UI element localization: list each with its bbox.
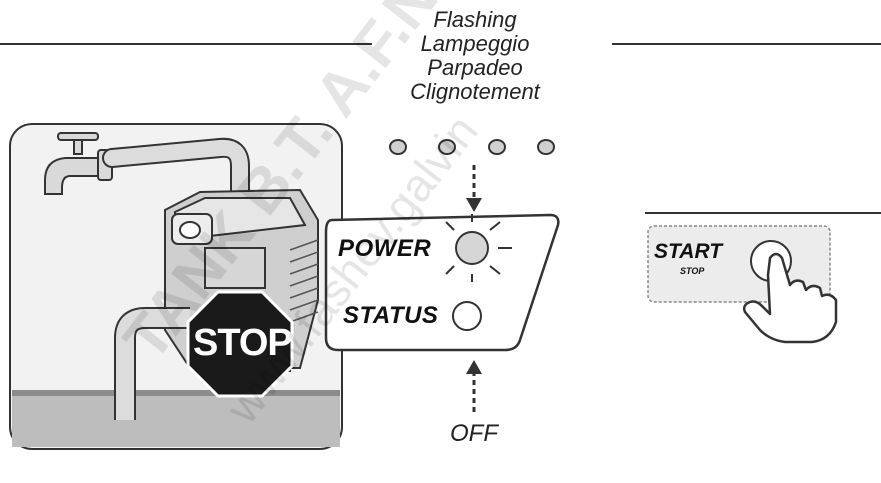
arrow-to-power [466, 165, 482, 212]
flashing-led-row [389, 139, 555, 155]
scene-floor [12, 395, 340, 447]
arrow-to-status [466, 360, 482, 412]
hand-pointer-icon [742, 252, 838, 344]
stop-label: STOP [680, 266, 705, 276]
led-dot [537, 139, 555, 155]
power-led-icon [445, 214, 512, 282]
status-led-icon [452, 301, 482, 331]
status-label: STATUS [343, 302, 439, 329]
led-dot [488, 139, 506, 155]
flash-label-fr: Clignotement [410, 79, 540, 104]
power-label: POWER [338, 235, 432, 262]
pump-scene [9, 123, 343, 450]
led-dot [389, 139, 407, 155]
stop-sign-label: STOP [193, 322, 293, 364]
flash-label-it: Lampeggio [420, 31, 530, 56]
led-dot [438, 139, 456, 155]
flash-label-es: Parpadeo [427, 55, 523, 80]
flash-label-en: Flashing [433, 7, 517, 32]
control-panel [324, 213, 560, 352]
off-label: OFF [450, 420, 498, 447]
stop-sign-icon [186, 290, 294, 398]
start-label: START [654, 240, 723, 263]
flashing-labels: Flashing Lampeggio Parpadeo Clignotement [360, 8, 590, 104]
